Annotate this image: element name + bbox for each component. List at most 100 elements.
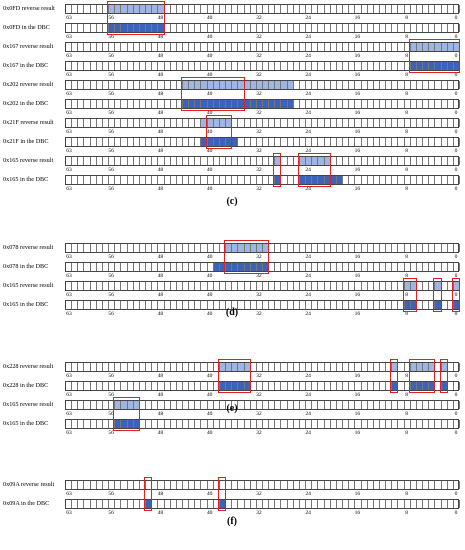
bit-cell [128,363,134,371]
bit-cell [97,138,103,146]
bit-cell [238,282,245,290]
bit-cell [423,401,430,409]
bit-cell [251,43,257,51]
bit-cell [362,157,368,165]
bit-cell [220,420,227,428]
bit-cell [177,81,183,89]
bit-cell [417,5,424,13]
bit-cell [435,382,442,390]
bit-cell [417,119,424,127]
bit-cell [435,100,442,108]
bit-strip [65,281,460,291]
bit-cell [238,500,245,508]
bit-cell [435,363,442,371]
bit-cell [454,119,460,127]
bit-index-label: 40 [206,372,213,379]
bit-cell [306,263,313,271]
bit-strip [65,156,460,166]
bit-index-label: 32 [256,372,262,379]
bit-index-label: 16 [354,310,361,317]
bit-cell [386,81,393,89]
bit-cell [306,382,313,390]
bit-cell [386,244,393,252]
bit-cell [405,363,411,371]
bit-cell [128,481,134,489]
bit-cell [374,119,380,127]
bit-cell [275,263,282,271]
bit-index-label: 16 [354,185,361,192]
bit-cell [442,401,448,409]
bit-cell [140,282,147,290]
bit-cell [214,244,220,252]
bit-cell [288,43,294,51]
bit-index-label: 0 [454,71,458,78]
bit-cell [220,5,227,13]
bit-cell [423,24,430,32]
bit-cell [325,24,331,32]
bit-cell [435,500,442,508]
bit-cell [349,363,356,371]
bit-cell [201,282,208,290]
bit-cell [318,157,325,165]
bit-cell [454,24,460,32]
bit-cell [189,244,196,252]
bit-cell [362,24,368,32]
bit-cell [109,157,116,165]
bit-cell [158,100,165,108]
bit-cell [84,5,91,13]
bit-cell [269,481,276,489]
bit-cell [349,420,356,428]
bit-cell [183,62,190,70]
bit-cell [417,100,424,108]
bit-cell [103,119,110,127]
bit-cell [386,401,393,409]
bit-cell [244,81,251,89]
bit-cell [91,263,97,271]
bit-cell [165,138,171,146]
row-label: 0x167 in the DBC [3,62,49,69]
bit-index-label: 16 [354,90,361,97]
bit-cell [84,363,91,371]
bit-cell [121,382,128,390]
bit-cell [189,157,196,165]
bit-cell [251,481,257,489]
bit-cell [158,138,165,146]
bit-cell [368,420,374,428]
bit-cell [368,24,374,32]
bit-cell [275,401,282,409]
bit-cell [380,5,387,13]
bit-index-label: 24 [305,90,311,97]
bit-cell [97,176,103,184]
bit-cell [281,420,288,428]
bit-index-label: 63 [66,71,72,78]
bit-cell [429,81,436,89]
bit-cell [453,62,460,70]
bit-index-label: 56 [108,372,114,379]
bit-index-label: 16 [354,291,361,298]
bit-cell [201,138,208,146]
bit-cell [448,5,454,13]
bit-cell [288,282,294,290]
bit-cell [368,81,374,89]
bit-cell [312,81,319,89]
bit-index-label: 56 [108,71,114,78]
bit-cell [306,500,313,508]
bit-cell [423,62,430,70]
bit-index-label: 32 [256,253,262,260]
bit-strip [65,80,460,90]
bit-cell [288,176,294,184]
row-label: 0x165 reverse result [3,157,54,164]
bit-cell [78,119,85,127]
bit-cell [115,5,122,13]
bit-cell [201,363,208,371]
bit-index-label: 40 [206,166,213,173]
bit-cell [195,157,202,165]
bit-cell [281,301,288,309]
bit-index-label: 16 [354,147,361,154]
bit-cell [299,157,307,165]
bit-cell [380,100,387,108]
bit-strip [65,400,460,410]
bit-cell [337,263,344,271]
bit-cell [368,43,374,51]
bit-cell [245,420,251,428]
